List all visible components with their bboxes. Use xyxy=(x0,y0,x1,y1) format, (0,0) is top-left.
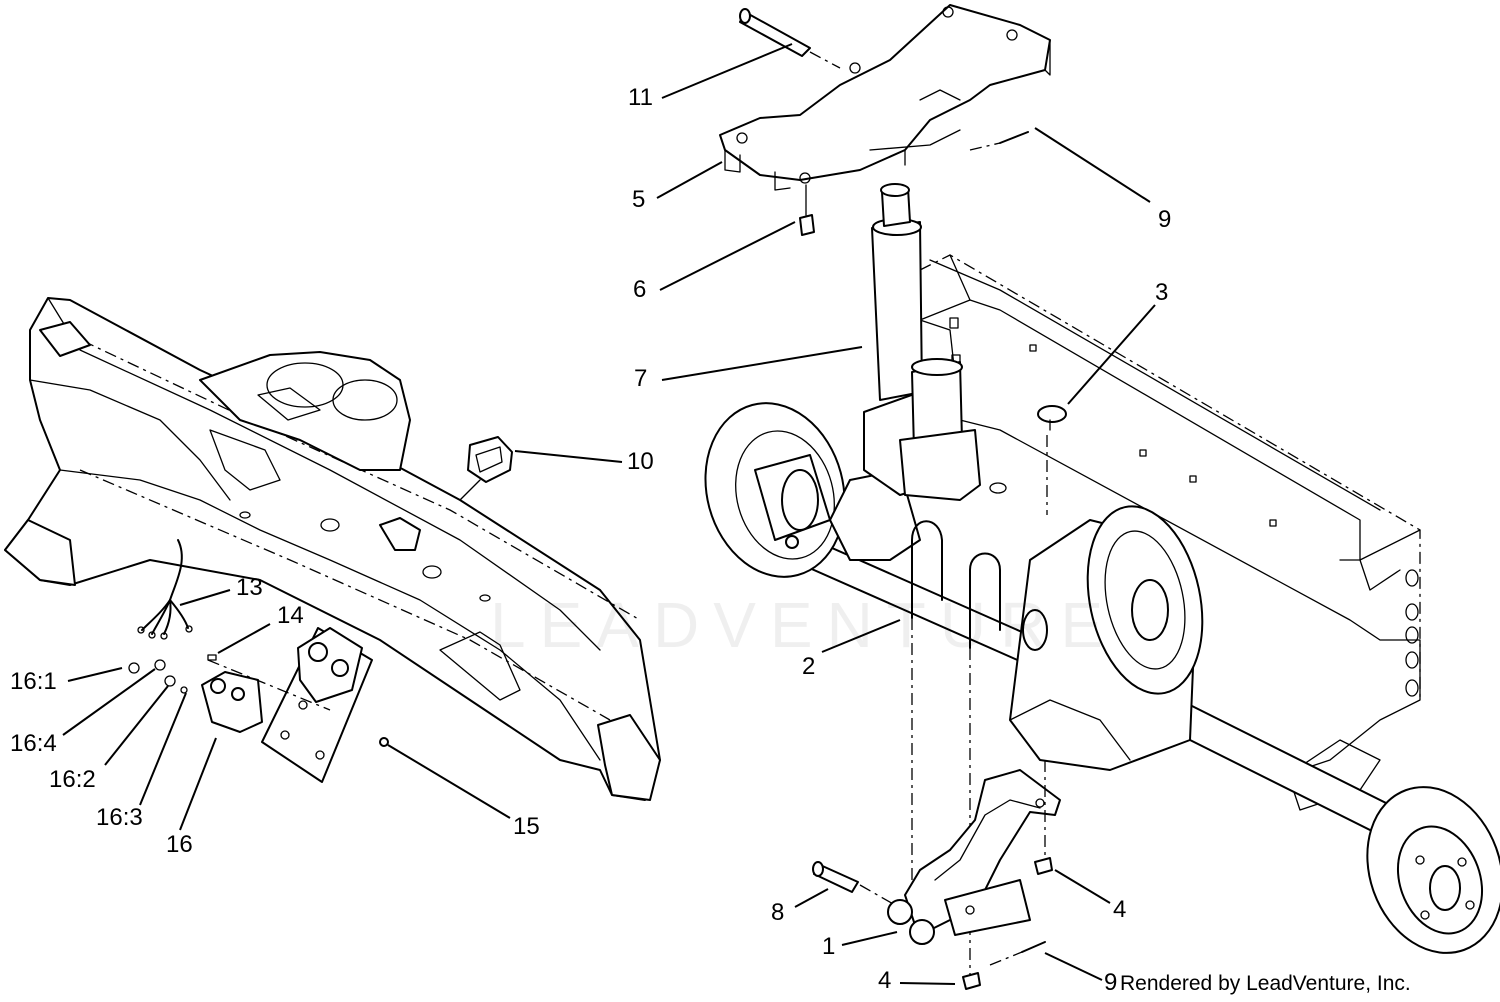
callout-9-lower: 9 xyxy=(1104,969,1118,996)
callout-11: 11 xyxy=(628,84,653,111)
cotter-pin-lower xyxy=(989,941,1046,966)
callout-5: 5 xyxy=(632,186,646,213)
callout-16-3: 16:3 xyxy=(96,804,143,831)
render-credit: Rendered by LeadVenture, Inc. xyxy=(1120,972,1411,995)
callout-2: 2 xyxy=(802,653,816,680)
carriage-bolt xyxy=(1037,405,1067,515)
callout-16-2: 16:2 xyxy=(49,766,96,793)
callout-14: 14 xyxy=(277,602,304,629)
leader-lines xyxy=(62,43,1156,985)
linear-actuator xyxy=(863,183,981,501)
callout-15: 15 xyxy=(513,813,540,840)
callout-3: 3 xyxy=(1155,279,1169,306)
callout-16: 16 xyxy=(166,831,193,858)
callout-9-upper: 9 xyxy=(1158,206,1172,233)
callout-16-1: 16:1 xyxy=(10,668,57,695)
callout-13: 13 xyxy=(236,574,263,601)
hanger-bracket xyxy=(812,760,1061,990)
cotter-pin-upper xyxy=(969,131,1029,151)
callout-10: 10 xyxy=(627,448,654,475)
rocker-switch xyxy=(459,436,513,501)
callout-4-bottom: 4 xyxy=(878,967,892,994)
rear-axle xyxy=(779,505,1500,954)
callout-4-right: 4 xyxy=(1113,896,1127,923)
callout-16-4: 16:4 xyxy=(10,730,57,757)
pivot-pin xyxy=(739,8,841,69)
callout-7: 7 xyxy=(634,365,648,392)
wire-harness xyxy=(137,539,193,640)
callout-6: 6 xyxy=(633,276,647,303)
brake-drum xyxy=(704,402,921,578)
bolt xyxy=(799,184,815,236)
callout-8: 8 xyxy=(771,899,785,926)
seat-mount-plate xyxy=(719,4,1051,191)
callout-1: 1 xyxy=(822,933,836,960)
solenoid-assemblies xyxy=(128,627,389,783)
u-bolts xyxy=(911,520,1001,975)
watermark-text: LEADVENTURE xyxy=(490,589,1117,661)
dash-frame-crossmember xyxy=(4,297,661,801)
